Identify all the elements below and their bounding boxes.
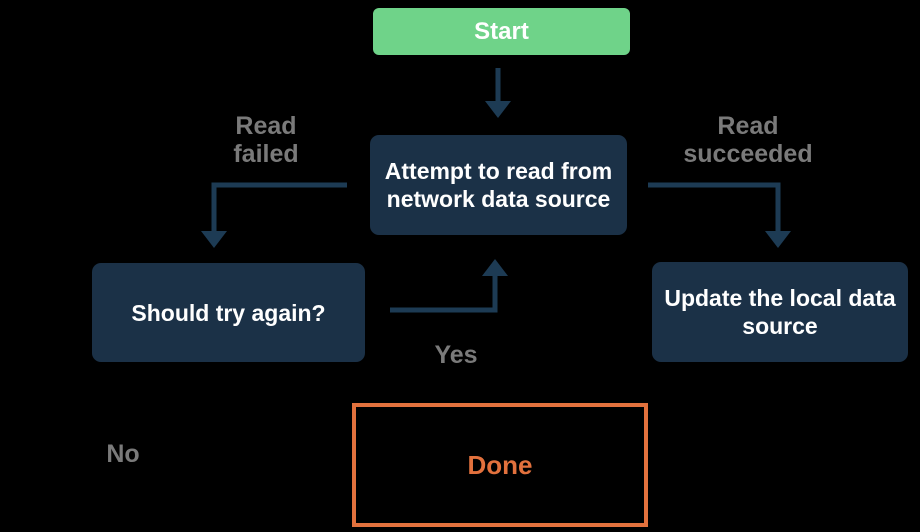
edge-label-yes: Yes bbox=[434, 341, 478, 369]
edge-label-read-failed: Read failed bbox=[233, 112, 299, 168]
arrow-attempt-to-update bbox=[648, 182, 791, 248]
arrow-attempt-to-retry bbox=[201, 182, 347, 248]
edge-label-no: No bbox=[106, 440, 140, 468]
node-start: Start bbox=[373, 8, 630, 55]
node-attempt-read: Attempt to read from network data source bbox=[370, 135, 627, 235]
edge-label-read-succeeded: Read succeeded bbox=[683, 112, 813, 168]
node-should-try-again: Should try again? bbox=[92, 263, 365, 362]
node-done: Done bbox=[352, 403, 648, 527]
arrow-start-to-attempt bbox=[485, 68, 511, 118]
node-update-local-data: Update the local data source bbox=[652, 262, 908, 362]
arrow-retry-to-attempt-yes bbox=[390, 259, 508, 313]
